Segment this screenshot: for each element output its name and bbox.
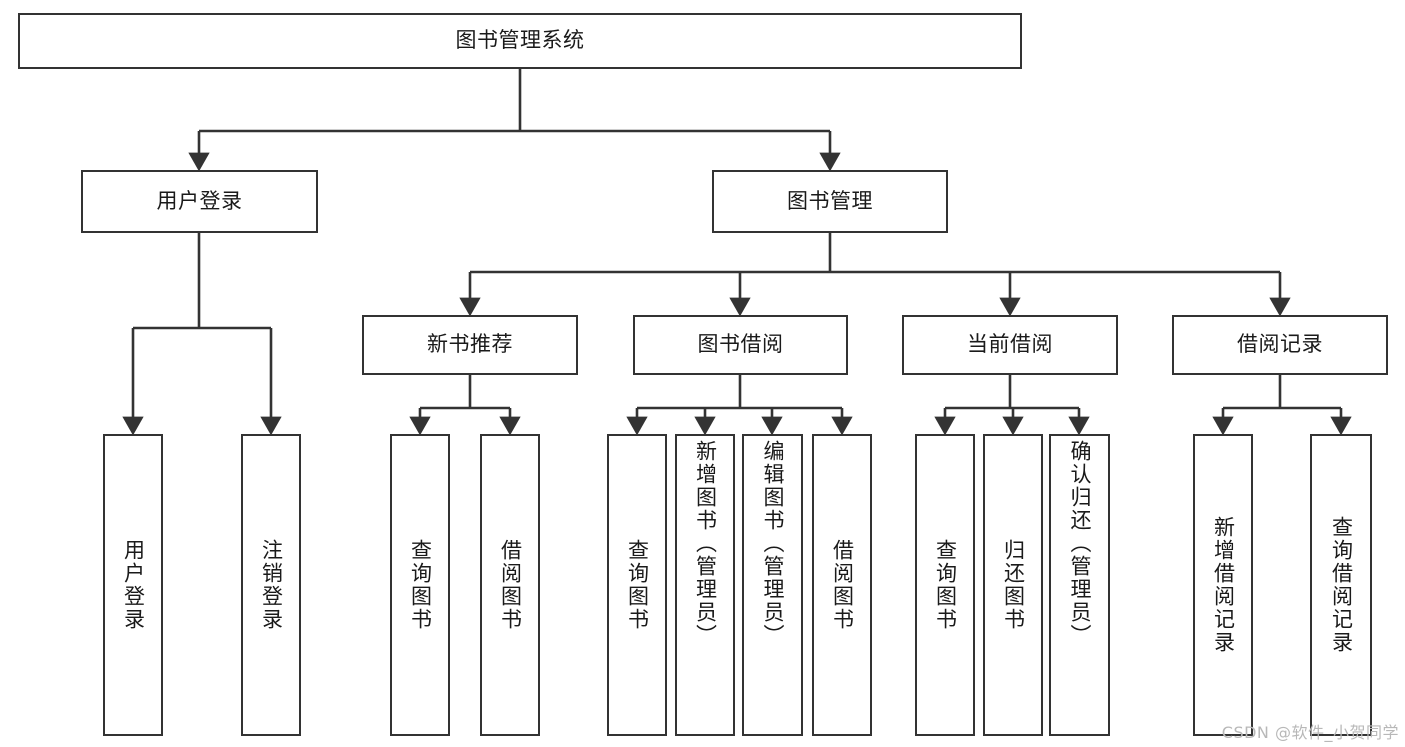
node-book-management-label: 图书管理: [787, 188, 873, 213]
leaf-return-book-label: 归还图书: [1001, 539, 1026, 631]
node-book-management[interactable]: 图书管理: [712, 170, 948, 233]
leaf-user-login-label: 用户登录: [121, 539, 146, 631]
leaf-query-book-3[interactable]: 查询图书: [915, 434, 975, 736]
leaf-query-book-2[interactable]: 查询图书: [607, 434, 667, 736]
leaf-edit-book-label: 编辑图书（管理员）: [761, 440, 785, 647]
leaf-borrow-book-1[interactable]: 借阅图书: [480, 434, 540, 736]
leaf-logout[interactable]: 注销登录: [241, 434, 301, 736]
leaf-query-record-label: 查询借阅记录: [1329, 516, 1354, 654]
node-root-label: 图书管理系统: [455, 28, 585, 53]
leaf-confirm-return-label: 确认归还（管理员）: [1068, 440, 1092, 647]
leaf-query-record[interactable]: 查询借阅记录: [1310, 434, 1372, 736]
node-book-borrow[interactable]: 图书借阅: [633, 315, 848, 375]
node-user-login-label: 用户登录: [156, 188, 243, 213]
leaf-add-record[interactable]: 新增借阅记录: [1193, 434, 1253, 736]
leaf-logout-label: 注销登录: [259, 539, 284, 631]
leaf-return-book[interactable]: 归还图书: [983, 434, 1043, 736]
leaf-user-login[interactable]: 用户登录: [103, 434, 163, 736]
leaf-confirm-return[interactable]: 确认归还（管理员）: [1049, 434, 1110, 736]
leaf-query-book-2-label: 查询图书: [625, 539, 650, 631]
node-borrow-record[interactable]: 借阅记录: [1172, 315, 1388, 375]
node-borrow-record-label: 借阅记录: [1237, 332, 1323, 357]
leaf-add-book[interactable]: 新增图书（管理员）: [675, 434, 735, 736]
node-current-borrow-label: 当前借阅: [967, 332, 1053, 357]
leaf-edit-book[interactable]: 编辑图书（管理员）: [742, 434, 803, 736]
leaf-add-book-label: 新增图书（管理员）: [693, 440, 718, 647]
node-current-borrow[interactable]: 当前借阅: [902, 315, 1118, 375]
node-user-login[interactable]: 用户登录: [81, 170, 318, 233]
node-root[interactable]: 图书管理系统: [18, 13, 1022, 69]
node-new-book-recommend[interactable]: 新书推荐: [362, 315, 578, 375]
node-new-book-recommend-label: 新书推荐: [427, 332, 513, 357]
leaf-query-book-1[interactable]: 查询图书: [390, 434, 450, 736]
leaf-borrow-book-2-label: 借阅图书: [830, 539, 855, 631]
node-book-borrow-label: 图书借阅: [697, 332, 784, 357]
leaf-borrow-book-1-label: 借阅图书: [498, 539, 523, 631]
leaf-query-book-1-label: 查询图书: [408, 539, 433, 631]
leaf-borrow-book-2[interactable]: 借阅图书: [812, 434, 872, 736]
leaf-query-book-3-label: 查询图书: [933, 539, 958, 631]
leaf-add-record-label: 新增借阅记录: [1211, 516, 1236, 654]
